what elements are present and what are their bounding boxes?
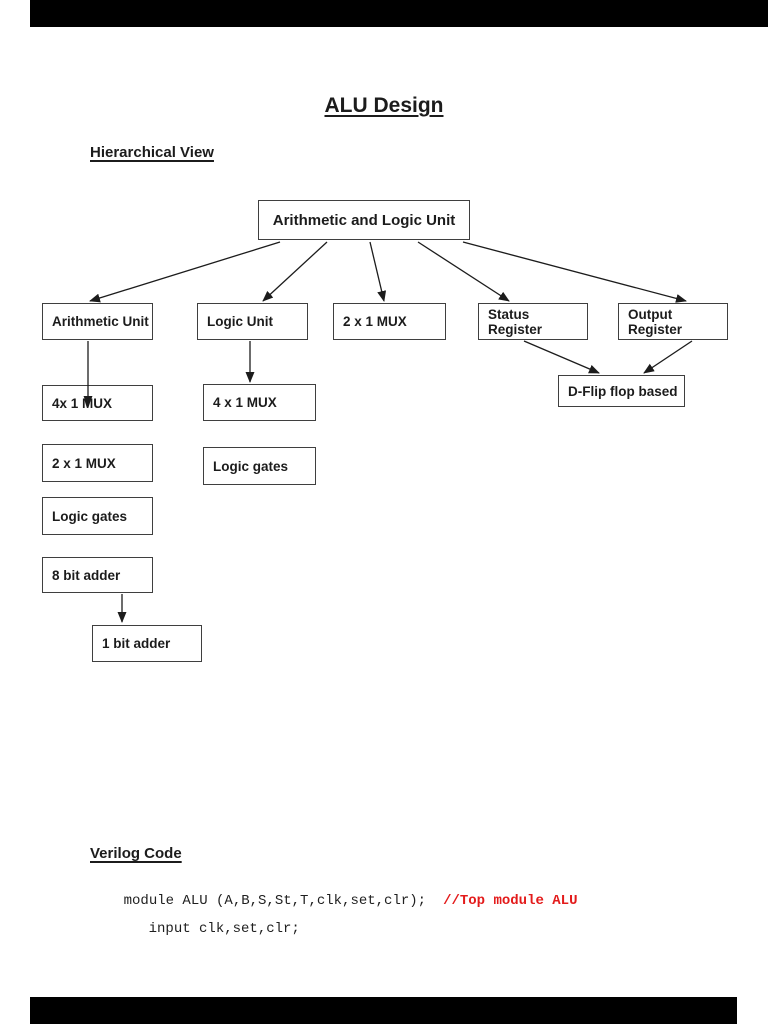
top-scan-edge-bar (30, 0, 768, 27)
code-comment-top-module: //Top module ALU (443, 893, 578, 909)
node-logic-unit: Logic Unit (197, 303, 308, 340)
section-heading-hierarchical-view: Hierarchical View (90, 144, 214, 161)
node-arithmetic-and-logic-unit: Arithmetic and Logic Unit (258, 200, 470, 240)
node-2x1-mux-arithmetic: 2 x 1 MUX (42, 444, 153, 482)
node-4x1-mux-arithmetic: 4x 1 MUX (42, 385, 153, 421)
arrow-alu-to-output-register (462, 241, 687, 303)
arrow-alu-to-arithmetic-unit (89, 241, 281, 303)
code-input-statement: input clk,set,clr; (148, 921, 300, 937)
bottom-scan-edge-bar (30, 997, 737, 1024)
node-2x1-mux-top: 2 x 1 MUX (333, 303, 446, 340)
section-heading-verilog-code: Verilog Code (90, 845, 182, 862)
arrow-alu-to-logic-unit (262, 241, 328, 302)
node-arithmetic-unit: Arithmetic Unit (42, 303, 153, 340)
node-8-bit-adder: 8 bit adder (42, 557, 153, 593)
node-1-bit-adder: 1 bit adder (92, 625, 202, 662)
arrow-alu-to-status-register (417, 241, 510, 302)
code-module-statement: module ALU (A,B,S,St,T,clk,set,clr); (123, 893, 427, 909)
page-title: ALU Design (324, 94, 444, 117)
node-logic-gates-logic: Logic gates (203, 447, 316, 485)
code-line-input-declaration: input clk,set,clr; (90, 905, 300, 953)
node-4x1-mux-logic: 4 x 1 MUX (203, 384, 316, 421)
arrow-output-register-to-dflipflop (643, 340, 693, 374)
arrow-status-register-to-dflipflop (523, 340, 600, 374)
code-line-module-declaration: module ALU (A,B,S,St,T,clk,set,clr); //To… (90, 877, 578, 925)
node-d-flip-flop-based: D-Flip flop based (558, 375, 685, 407)
node-logic-gates-arithmetic: Logic gates (42, 497, 153, 535)
node-output-register: Output Register (618, 303, 728, 340)
arrow-alu-to-2x1-mux (369, 241, 387, 302)
node-status-register: Status Register (478, 303, 588, 340)
